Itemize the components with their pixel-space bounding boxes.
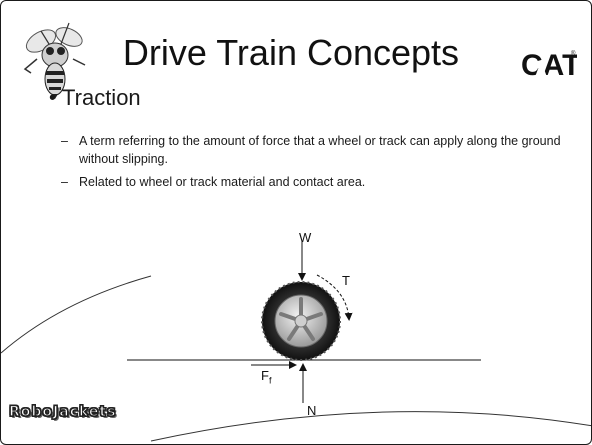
slide-title: Drive Train Concepts: [122, 32, 460, 73]
bullet-label: Traction: [62, 85, 141, 110]
normal-force-label: N: [307, 403, 317, 418]
tire-icon: [261, 281, 341, 361]
decorative-curve-left: [1, 275, 152, 354]
friction-subscript: f: [268, 375, 272, 386]
decorative-curve-bottom: [150, 411, 591, 442]
subpoint-related: – Related to wheel or track material and…: [61, 173, 581, 191]
svg-text:®: ®: [571, 50, 576, 57]
friction-force-label: Ff: [261, 368, 271, 389]
bullet-traction: • Traction: [49, 85, 141, 111]
dash-marker: –: [61, 175, 68, 189]
subpoint-definition: – A term referring to the amount of forc…: [61, 132, 581, 168]
friction-symbol: F: [261, 368, 269, 383]
weight-label: W: [299, 230, 312, 245]
subpoint-text: Related to wheel or track material and c…: [79, 175, 366, 189]
cat-logo: CAT ®: [521, 45, 580, 86]
bee-mascot-icon: [15, 13, 95, 104]
cat-logo-text: CAT: [521, 49, 577, 81]
bullet-dot: •: [49, 87, 57, 109]
subpoint-text: A term referring to the amount of force …: [79, 134, 561, 166]
torque-arrow: [316, 274, 353, 321]
dash-marker: –: [61, 134, 68, 148]
robojackets-logo: RoboJackets: [8, 403, 117, 420]
torque-label: T: [342, 273, 350, 288]
